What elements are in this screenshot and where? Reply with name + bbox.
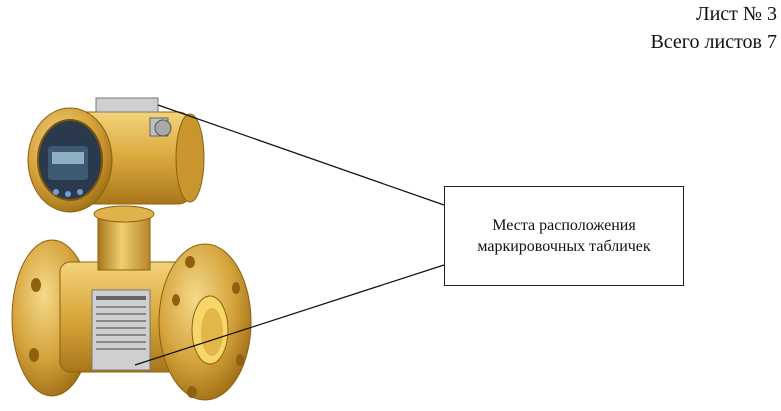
right-flange xyxy=(158,243,252,401)
lcd-display xyxy=(48,146,88,197)
callout-text: Места расположения маркировочных табличе… xyxy=(477,217,651,255)
marking-plates-callout: Места расположения маркировочных табличе… xyxy=(444,186,684,286)
sheet-header: Лист № 3 Всего листов 7 xyxy=(650,0,777,56)
cable-gland xyxy=(149,117,172,137)
leader-line-top xyxy=(157,104,445,206)
housing-nameplate xyxy=(95,97,159,113)
sheet-number: Лист № 3 xyxy=(696,3,777,25)
total-sheets: Всего листов 7 xyxy=(650,31,777,53)
transmitter-neck xyxy=(93,205,155,271)
leader-line-bottom xyxy=(134,264,445,366)
pipe-nameplate xyxy=(91,289,151,371)
